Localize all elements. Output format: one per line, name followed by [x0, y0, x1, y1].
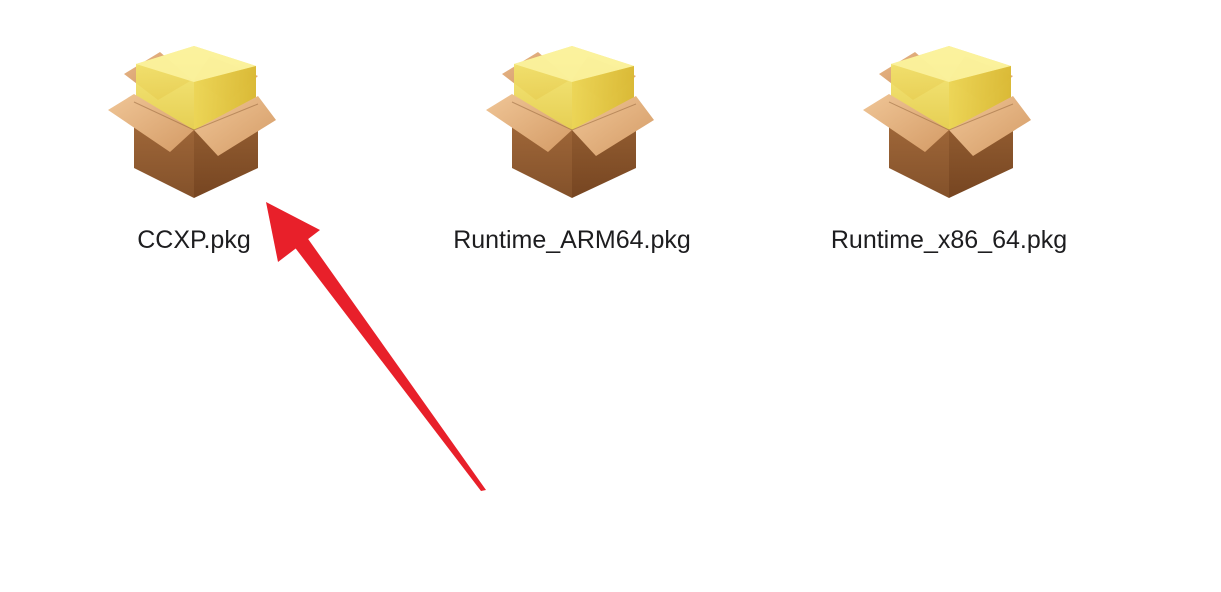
package-icon[interactable] [863, 36, 1035, 204]
file-item-runtime-x86-64-pkg[interactable]: Runtime_x86_64.pkg [799, 36, 1099, 276]
package-icon[interactable] [486, 36, 658, 204]
file-name-label: CCXP.pkg [137, 226, 251, 254]
file-name-label: Runtime_x86_64.pkg [830, 226, 1068, 254]
package-icon[interactable] [108, 36, 280, 204]
file-item-ccxp-pkg[interactable]: CCXP.pkg [44, 36, 344, 276]
file-item-runtime-arm64-pkg[interactable]: Runtime_ARM64.pkg [422, 36, 722, 276]
file-name-label: Runtime_ARM64.pkg [453, 226, 691, 254]
